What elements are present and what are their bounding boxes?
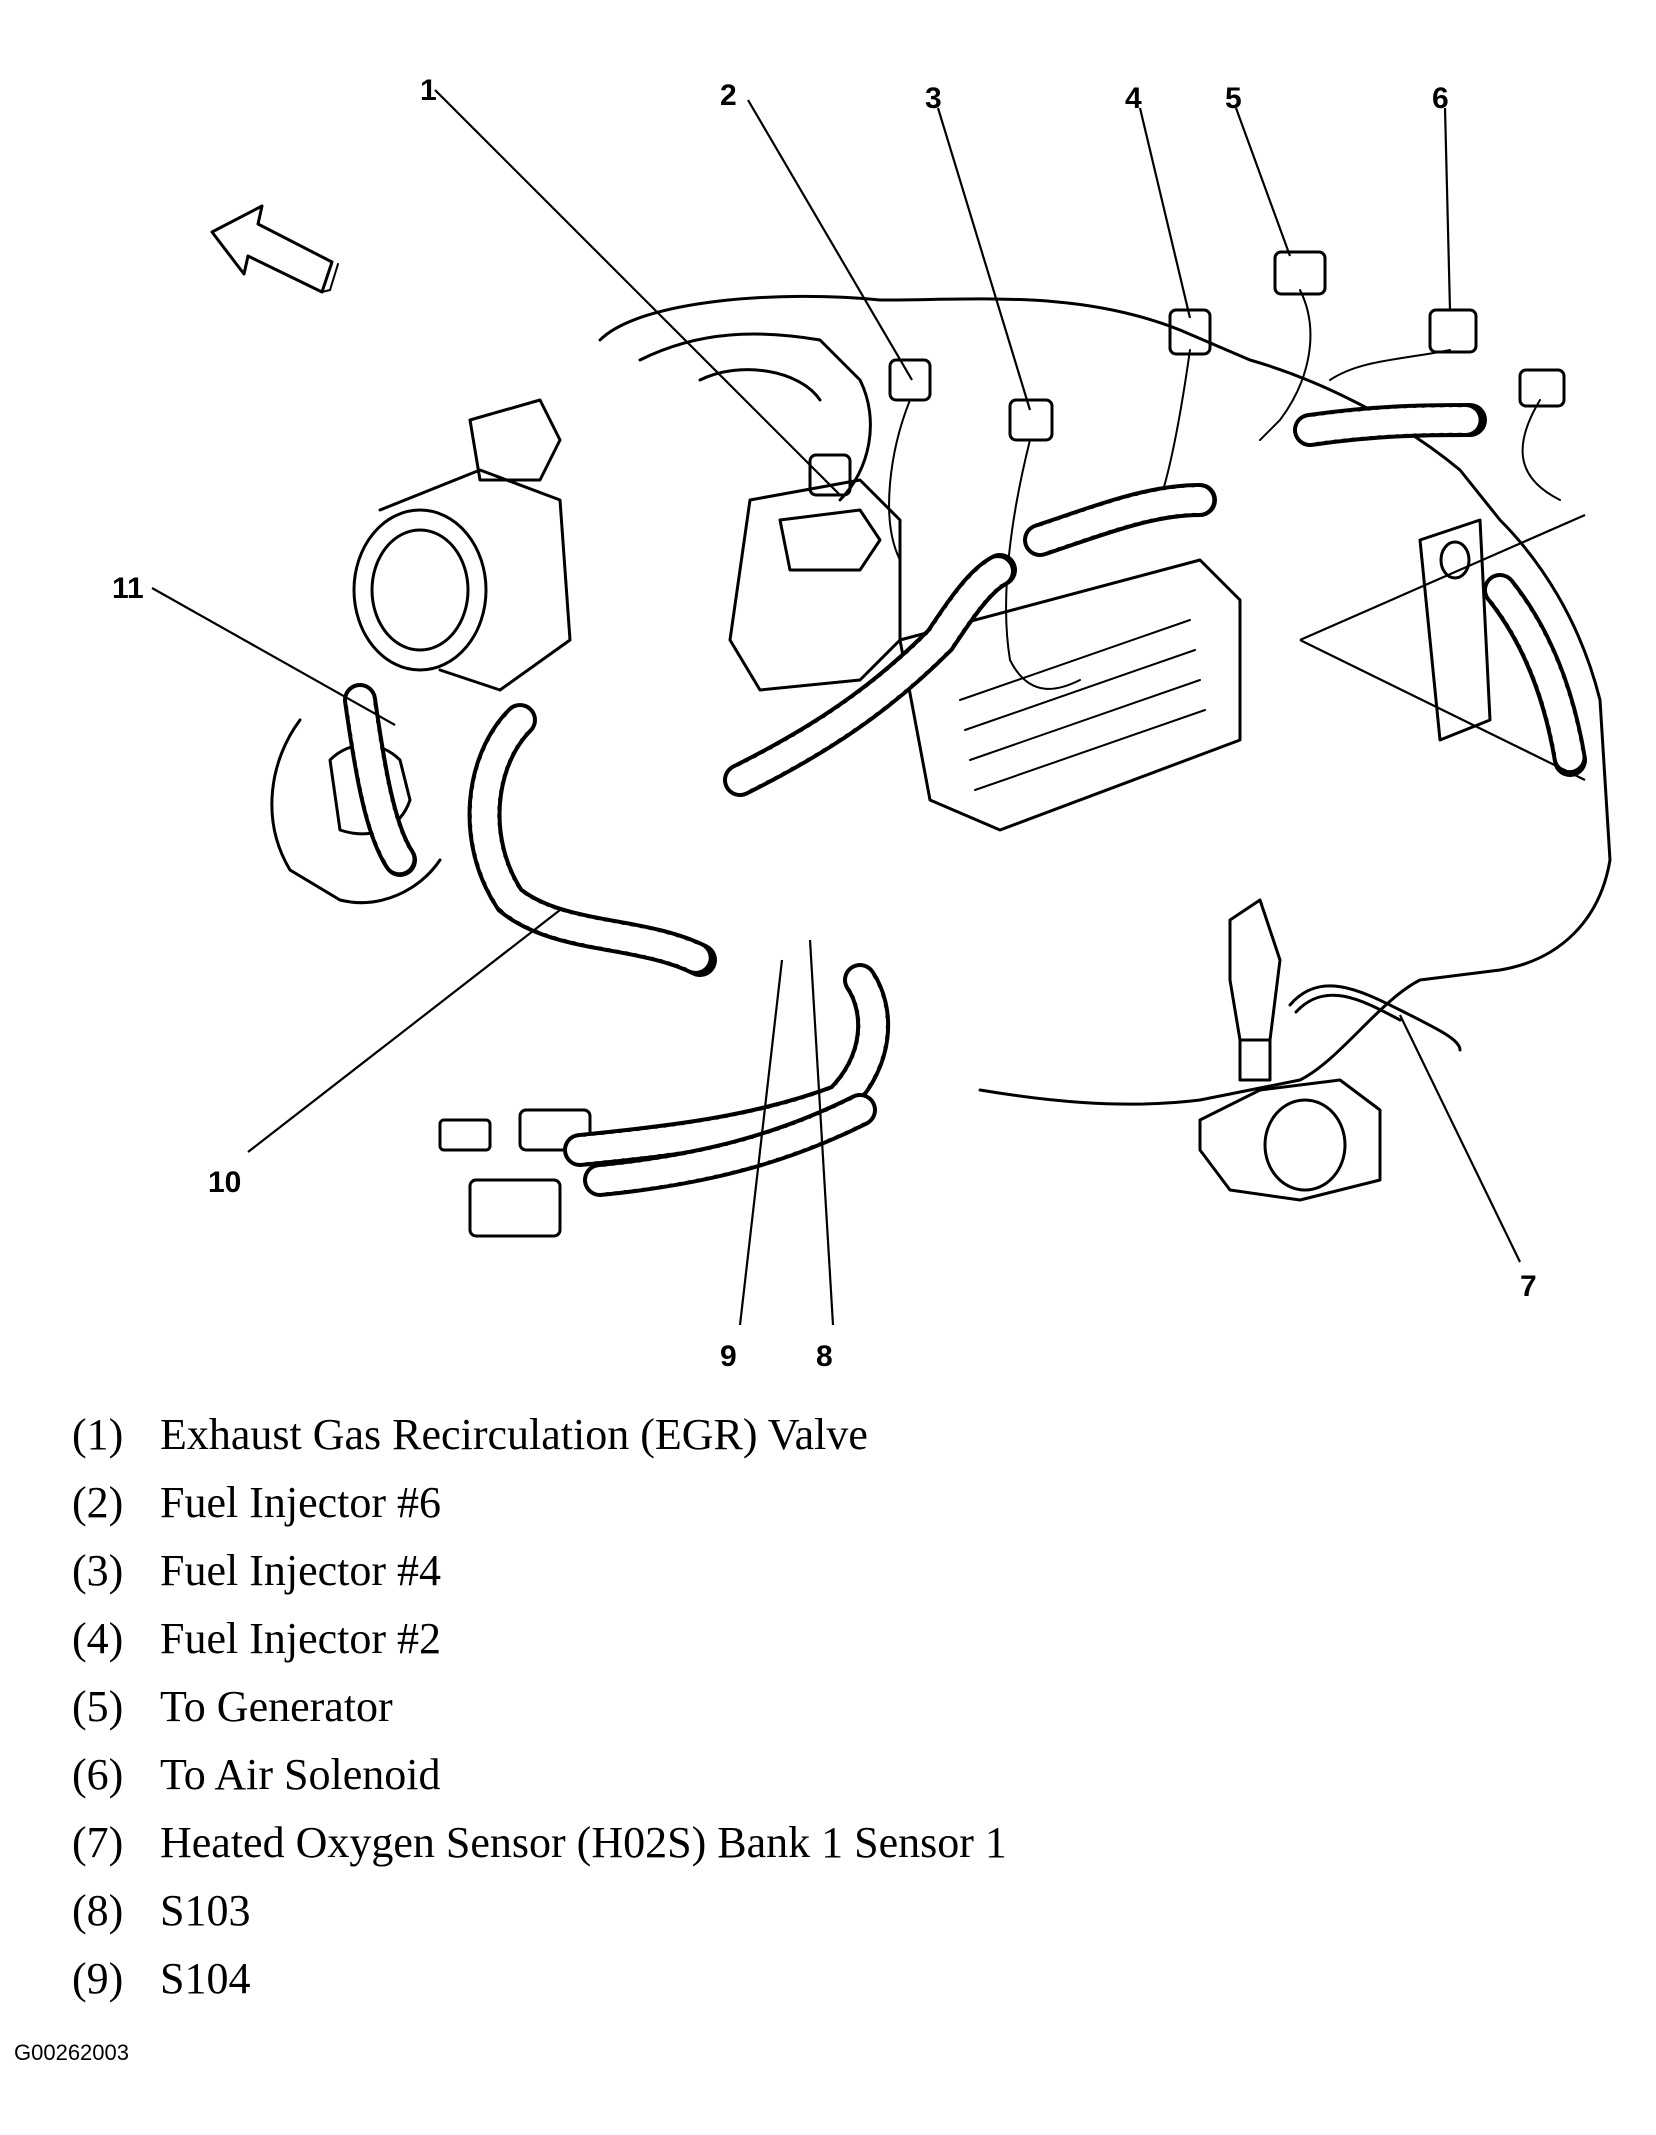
legend-number: (3) xyxy=(72,1545,124,1595)
legend-label: Heated Oxygen Sensor (H02S) Bank 1 Senso… xyxy=(160,1817,1007,1867)
callout-6: 6 xyxy=(1432,82,1449,115)
figure-id: G00262003 xyxy=(14,2040,129,2065)
legend-number: (6) xyxy=(72,1749,124,1799)
legend-item: (6) To Air Solenoid xyxy=(72,1740,1472,1808)
parts-legend: (1) Exhaust Gas Recirculation (EGR) Valv… xyxy=(72,1400,1472,2012)
legend-item: (8) S103 xyxy=(72,1876,1472,1944)
engine-illustration xyxy=(270,250,1612,1238)
engine-diagram: 1 2 3 4 5 6 7 8 9 10 11 xyxy=(112,74,1612,1373)
legend-item: (2) Fuel Injector #6 xyxy=(72,1468,1472,1536)
legend-number: (7) xyxy=(72,1817,124,1867)
legend-label: S104 xyxy=(160,1953,251,2003)
callout-3: 3 xyxy=(925,82,942,115)
legend-number: (9) xyxy=(72,1953,124,2003)
legend-label: S103 xyxy=(160,1885,251,1935)
legend-number: (2) xyxy=(72,1477,124,1527)
legend-label: Exhaust Gas Recirculation (EGR) Valve xyxy=(160,1409,868,1459)
legend-item: (7) Heated Oxygen Sensor (H02S) Bank 1 S… xyxy=(72,1808,1472,1876)
legend-label: To Air Solenoid xyxy=(160,1749,441,1799)
direction-arrow-icon xyxy=(210,204,339,294)
legend-item: (1) Exhaust Gas Recirculation (EGR) Valv… xyxy=(72,1400,1472,1468)
callout-1: 1 xyxy=(420,74,437,107)
legend-label: Fuel Injector #4 xyxy=(160,1545,442,1595)
legend-item: (3) Fuel Injector #4 xyxy=(72,1536,1472,1604)
callout-11: 11 xyxy=(112,572,144,605)
legend-number: (1) xyxy=(72,1409,124,1459)
callout-4: 4 xyxy=(1125,82,1142,115)
wiring-harness-illustration xyxy=(343,403,1587,1197)
legend-label: Fuel Injector #6 xyxy=(160,1477,442,1527)
callout-10: 10 xyxy=(208,1166,241,1199)
callout-5: 5 xyxy=(1225,82,1242,115)
callout-2: 2 xyxy=(720,79,737,112)
callout-8: 8 xyxy=(816,1340,833,1373)
leader-lines xyxy=(151,89,1586,1326)
legend-number: (4) xyxy=(72,1613,124,1663)
legend-label: Fuel Injector #2 xyxy=(160,1613,442,1663)
legend-item: (5) To Generator xyxy=(72,1672,1472,1740)
callout-9: 9 xyxy=(720,1340,737,1373)
legend-item: (4) Fuel Injector #2 xyxy=(72,1604,1472,1672)
legend-label: To Generator xyxy=(160,1681,393,1731)
callout-7: 7 xyxy=(1520,1270,1537,1303)
legend-number: (5) xyxy=(72,1681,124,1731)
legend-number: (8) xyxy=(72,1885,124,1935)
legend-item: (9) S104 xyxy=(72,1944,1472,2012)
